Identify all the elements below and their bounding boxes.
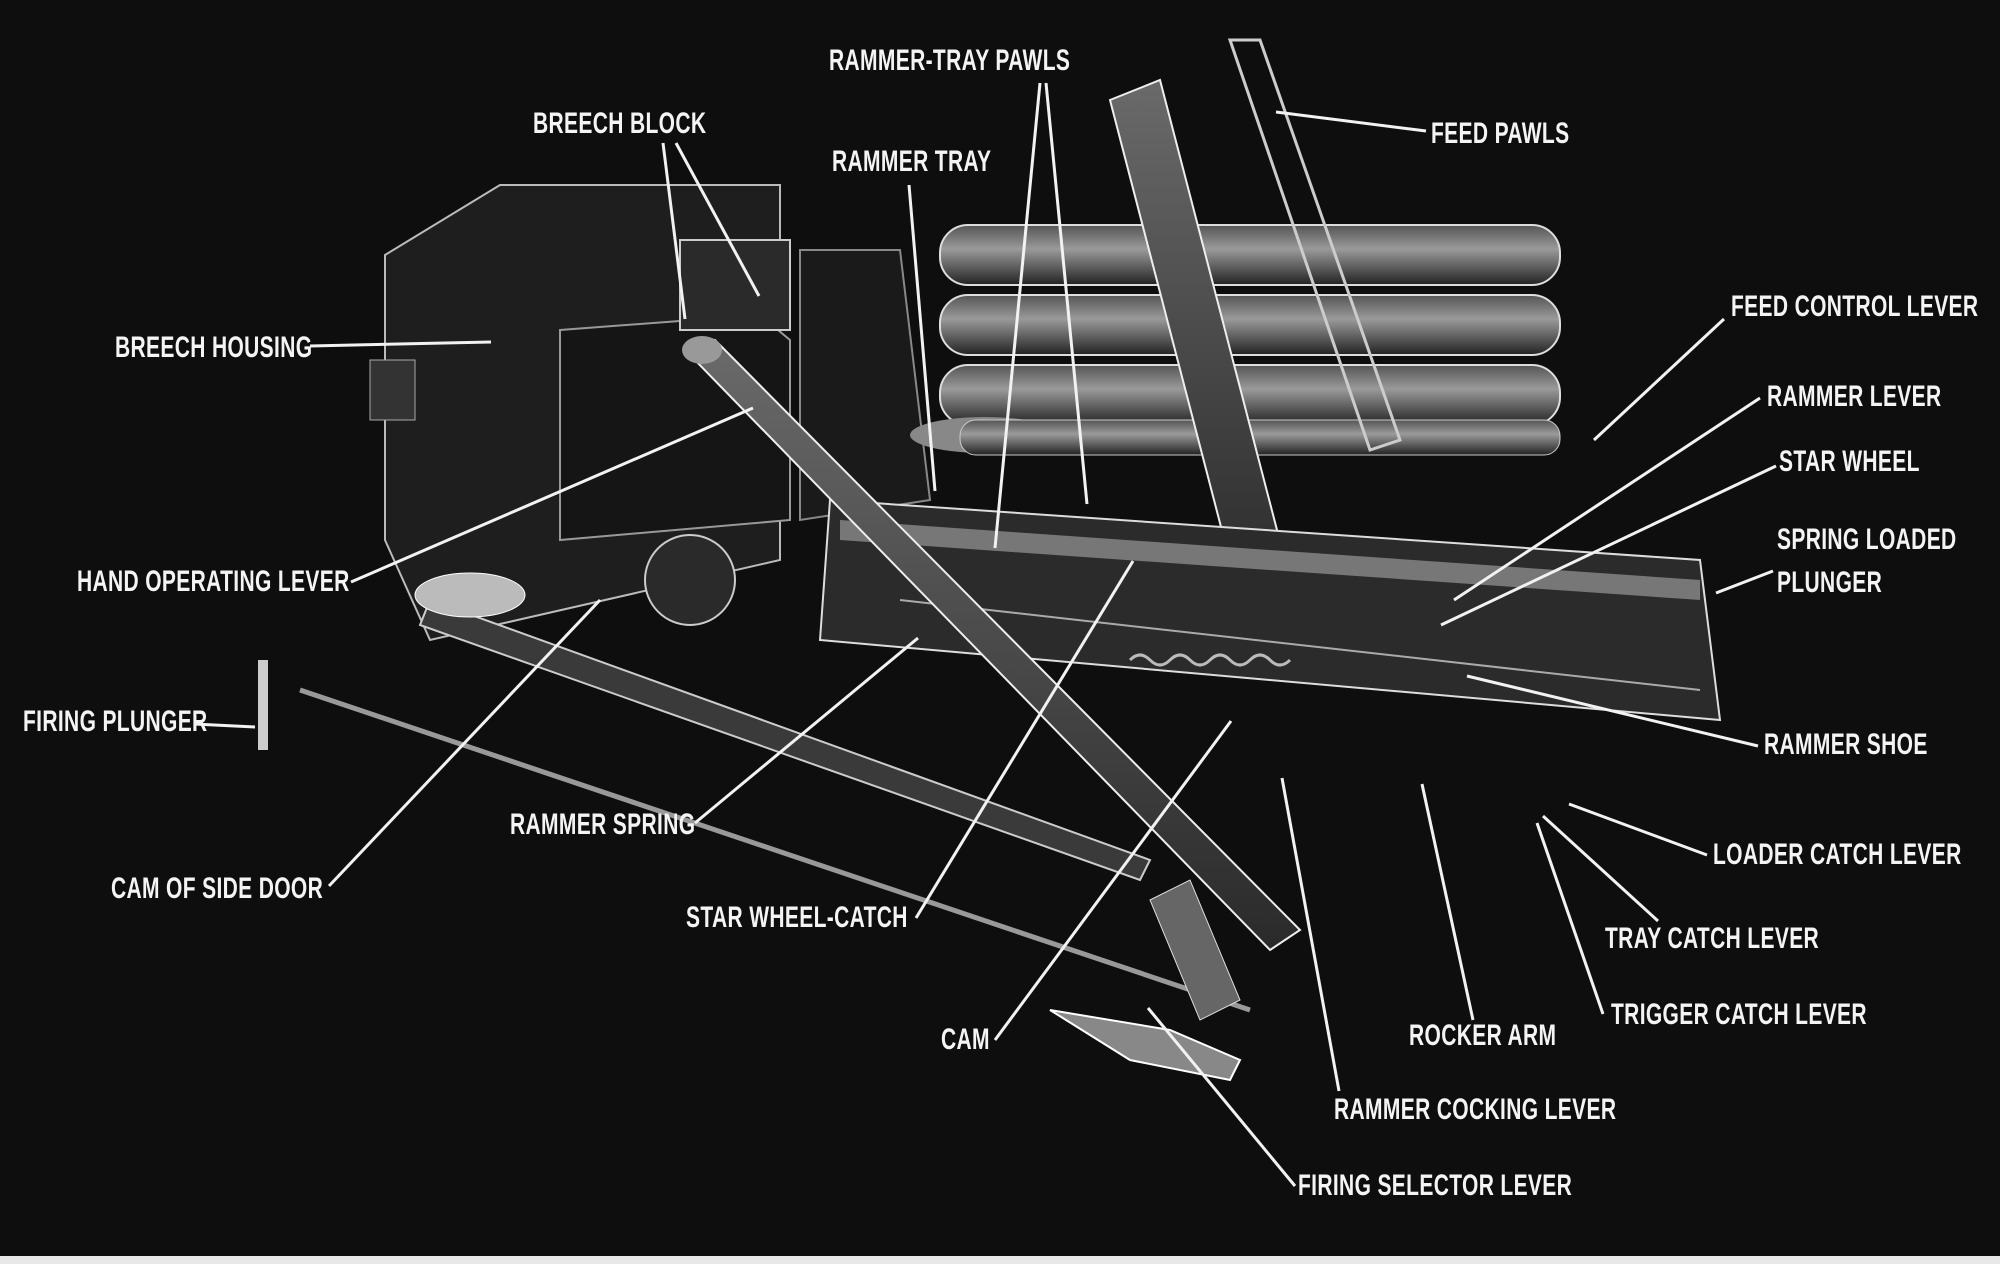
leader-lines <box>193 82 1777 1187</box>
selector-bracket <box>1149 879 1241 1021</box>
label-hand-operating-lever: HAND OPERATING LEVER <box>77 565 350 598</box>
label-breech-housing: BREECH HOUSING <box>115 331 313 364</box>
label-cam: CAM <box>941 1023 990 1056</box>
side-rod <box>418 598 1152 882</box>
hand-operating-lever-shape <box>682 336 1302 952</box>
label-rammer-spring: RAMMER SPRING <box>510 808 696 841</box>
label-rammer-shoe: RAMMER SHOE <box>1764 728 1928 761</box>
label-star-wheel: STAR WHEEL <box>1779 445 1920 478</box>
label-breech-block: BREECH BLOCK <box>533 107 707 140</box>
label-rammer-tray: RAMMER TRAY <box>832 145 992 178</box>
label-star-wheel-catch: STAR WHEEL-CATCH <box>686 901 908 934</box>
label-plunger: PLUNGER <box>1777 566 1883 599</box>
page-edge <box>0 1256 2000 1264</box>
label-firing-selector-lever: FIRING SELECTOR LEVER <box>1298 1169 1573 1202</box>
feed-pawls-frame <box>1227 38 1402 452</box>
label-tray-catch-lever: TRAY CATCH LEVER <box>1605 922 1820 955</box>
cam-follower-shape <box>414 572 526 618</box>
firing-plunger-shape <box>258 660 268 750</box>
label-loader-catch-lever: LOADER CATCH LEVER <box>1713 838 1962 871</box>
ammunition-rounds <box>910 224 1561 456</box>
label-spring-loaded: SPRING LOADED <box>1777 523 1957 556</box>
side-door-cam-shape <box>644 534 736 626</box>
label-rammer-cocking-lever: RAMMER COCKING LEVER <box>1334 1093 1617 1126</box>
label-feed-pawls: FEED PAWLS <box>1431 117 1570 150</box>
label-rammer-tray-pawls: RAMMER-TRAY PAWLS <box>829 44 1071 77</box>
firing-selector-lever-shape <box>1049 1009 1242 1082</box>
firing-rod <box>299 687 1251 1013</box>
label-feed-control-lever: FEED CONTROL LEVER <box>1731 290 1979 323</box>
label-rammer-lever: RAMMER LEVER <box>1767 380 1942 413</box>
label-firing-plunger: FIRING PLUNGER <box>23 705 208 738</box>
label-trigger-catch-lever: TRIGGER CATCH LEVER <box>1611 998 1867 1031</box>
label-cam-of-side-door: CAM OF SIDE DOOR <box>111 872 324 905</box>
label-rocker-arm: ROCKER ARM <box>1409 1019 1557 1052</box>
